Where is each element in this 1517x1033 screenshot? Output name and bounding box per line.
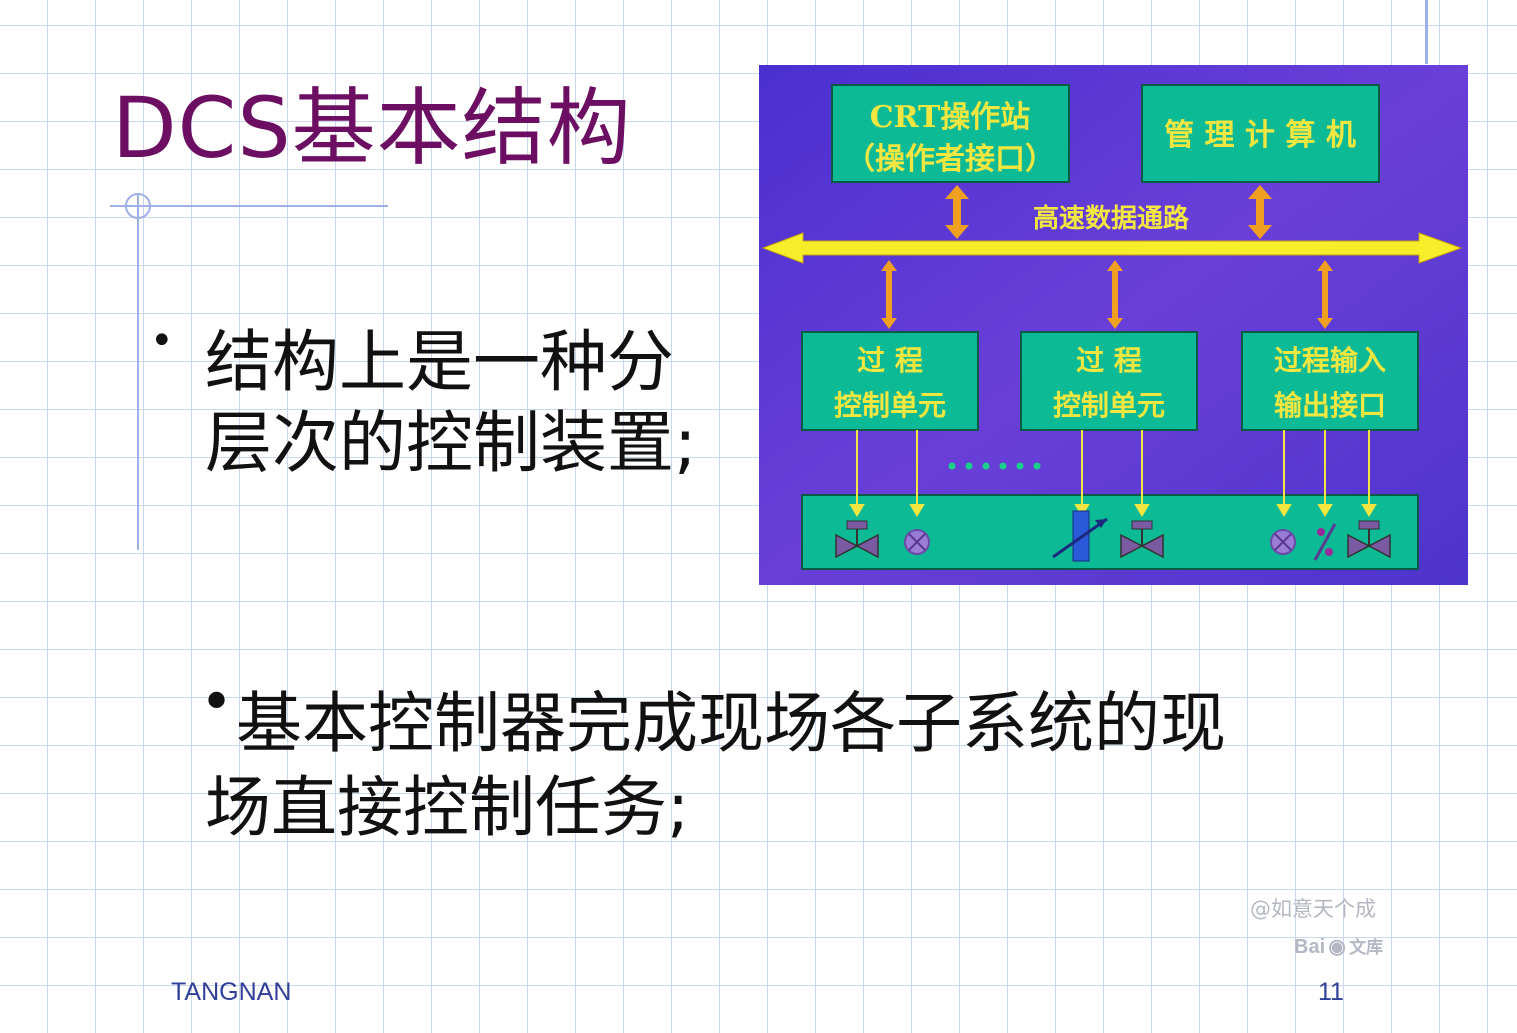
crt-box-line-2: （操作者接口） <box>845 142 1055 177</box>
dcs-architecture-diagram: CRT操作站 （操作者接口） 管 理 计 算 机 高速数据通路 过 程 控制单元… <box>759 65 1468 585</box>
signal-lines <box>849 430 1377 517</box>
management-box-label: 管 理 计 算 机 <box>1164 118 1356 153</box>
pcu1-line-1: 过 程 <box>857 344 923 377</box>
watermark-author: @如意天个成 <box>1250 897 1376 921</box>
top-link-arrows <box>945 185 1272 239</box>
switch-icon <box>1313 523 1337 561</box>
bullet-marker: • <box>200 670 234 735</box>
pio-line-2: 输出接口 <box>1274 389 1386 422</box>
arrowhead-icon <box>1074 504 1090 517</box>
bullet-marker: • <box>150 318 174 364</box>
crosshair-ornament <box>125 193 151 219</box>
title-underline <box>110 205 388 207</box>
crt-box-line-1: CRT操作站 <box>870 100 1031 135</box>
middle-link-arrows <box>881 260 1333 329</box>
arrow-icon <box>1248 185 1272 239</box>
arrowhead-icon <box>1134 504 1150 517</box>
pcu2-line-2: 控制单元 <box>1053 389 1165 422</box>
arrow-icon <box>945 185 969 239</box>
arrow-icon <box>881 260 897 329</box>
logo-right-text: 文库 <box>1349 938 1384 957</box>
bullet-2-line-1: 基本控制器完成现场各子系统的现 <box>236 685 1226 762</box>
pcu1-line-2: 控制单元 <box>834 389 946 422</box>
page-number: 11 <box>1318 978 1344 1006</box>
transmitter-icon <box>1052 510 1108 562</box>
arrowhead-icon <box>1317 504 1333 517</box>
paw-icon: ◉ <box>1328 936 1346 958</box>
arrow-icon <box>1107 260 1123 329</box>
valve-icon <box>1347 520 1391 559</box>
management-computer-box: 管 理 计 算 机 <box>1141 84 1380 183</box>
ellipsis-dot <box>948 462 956 470</box>
ellipsis-dots <box>948 462 1041 470</box>
process-control-unit-2: 过 程 控制单元 <box>1020 331 1198 431</box>
arrowhead-icon <box>849 504 865 517</box>
crt-operator-station-box: CRT操作站 （操作者接口） <box>831 84 1070 183</box>
data-bus-arrow <box>761 232 1463 264</box>
pcu2-line-1: 过 程 <box>1076 344 1142 377</box>
baidu-wenku-logo: Bai◉文库 <box>1294 933 1383 959</box>
process-control-unit-1: 过 程 控制单元 <box>801 331 979 431</box>
ellipsis-dot <box>999 462 1007 470</box>
pio-line-1: 过程输入 <box>1274 344 1386 377</box>
valve-icon <box>1120 520 1164 559</box>
slide-title: DCS基本结构 <box>112 79 632 177</box>
bus-label: 高速数据通路 <box>1033 203 1190 234</box>
logo-left-text: Bai <box>1294 936 1326 958</box>
ellipsis-dot <box>1033 462 1041 470</box>
arrowhead-icon <box>909 504 925 517</box>
process-io-interface: 过程输入 输出接口 <box>1241 331 1419 431</box>
bullet-1-line-1: 结构上是一种分 <box>205 323 674 401</box>
arrowhead-icon <box>1276 504 1292 517</box>
sensor-icon <box>1270 529 1296 555</box>
ellipsis-dot <box>965 462 973 470</box>
footer-author: TANGNAN <box>171 978 292 1006</box>
ellipsis-dot <box>1016 462 1024 470</box>
bullet-1-line-2: 层次的控制装置; <box>205 404 697 482</box>
valve-icon <box>835 520 879 559</box>
top-right-vertical-line <box>1425 0 1428 64</box>
arrow-icon <box>1317 260 1333 329</box>
left-vertical-line <box>137 193 139 550</box>
ellipsis-dot <box>982 462 990 470</box>
bullet-2-line-2: 场直接控制任务; <box>205 769 690 846</box>
sensor-icon <box>904 529 930 555</box>
arrowhead-icon <box>1361 504 1377 517</box>
